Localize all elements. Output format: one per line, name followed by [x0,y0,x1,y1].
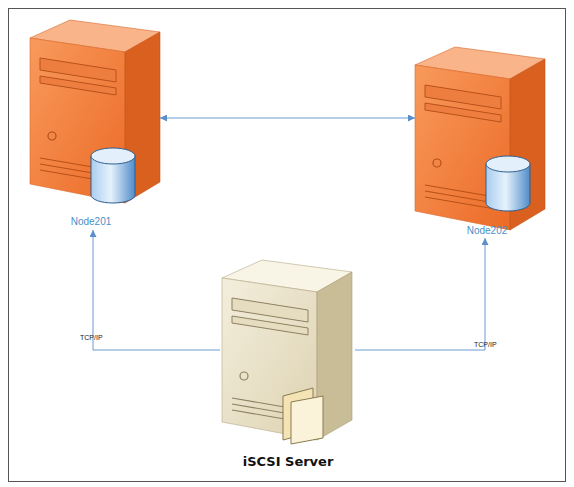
connector-line [93,230,220,350]
server-node: Node202 [415,45,545,238]
server-node: Node201 [30,18,160,230]
server-illustration [30,20,160,203]
server-node: iSCSI Server [220,255,355,473]
node-label: iSCSI Server [243,454,334,469]
connector-label: TCP/IP [474,341,497,348]
node-label: Node202 [467,225,508,236]
database-cylinder [91,148,135,203]
server-illustration [222,260,352,440]
frame-border [9,9,566,482]
connector-line [355,238,485,350]
server-illustration [415,47,545,230]
folder-icon [283,388,323,444]
connector-label: TCP/IP [80,334,103,341]
node-label: Node201 [71,216,112,227]
database-cylinder [486,156,530,211]
connector-line [160,118,415,119]
